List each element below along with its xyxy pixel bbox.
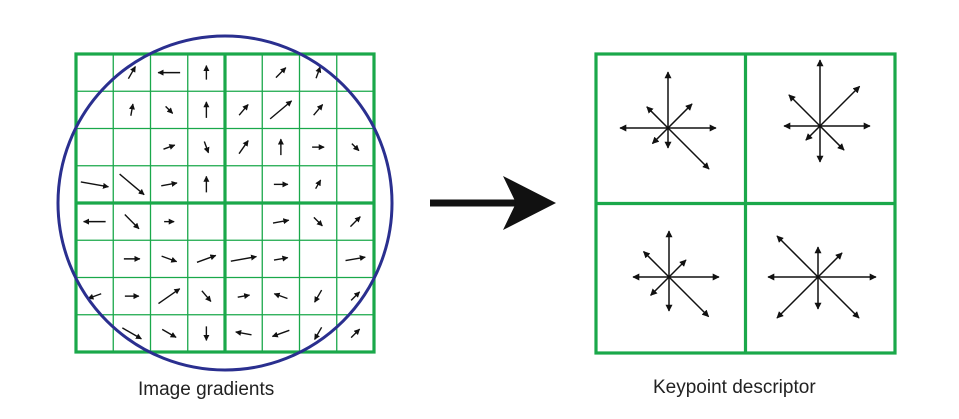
image-gradients-caption: Image gradients — [138, 379, 275, 400]
gradient-arrow — [271, 329, 290, 338]
gradient-arrow — [269, 100, 293, 120]
histogram-bin-arrow — [650, 276, 670, 296]
histogram-bin-arrow — [819, 85, 861, 127]
gradient-arrow — [87, 293, 102, 300]
gradient-arrow — [127, 66, 136, 80]
gradient-arrow — [129, 103, 135, 116]
gradient-arrow — [349, 216, 361, 228]
keypoint-descriptor-panel — [594, 52, 897, 355]
gradient-arrow — [196, 254, 217, 263]
gradient-arrow — [161, 328, 177, 338]
gradient-arrow — [165, 105, 174, 114]
histogram-bin-arrow — [667, 127, 710, 170]
histogram-bin-arrow — [643, 251, 670, 278]
gradient-arrow — [314, 289, 323, 303]
gradient-arrow — [272, 218, 290, 225]
gradient-arrow — [238, 104, 249, 116]
histogram-bin-arrow — [646, 106, 669, 129]
histogram-bin-arrow — [668, 259, 687, 278]
gradient-arrow — [158, 288, 181, 305]
histogram-bin-arrow — [776, 235, 819, 278]
gradient-arrow — [273, 255, 289, 262]
gradient-arrow — [314, 326, 323, 340]
gradient-arrow — [313, 104, 324, 116]
gradient-arrow — [315, 179, 322, 190]
gradient-arrow — [275, 67, 287, 79]
histogram-bin-arrow — [651, 127, 669, 145]
gradient-arrow — [345, 255, 366, 262]
gradient-arrow — [163, 144, 176, 150]
gradient-arrow — [313, 216, 323, 227]
histogram-bin-arrow — [817, 252, 843, 278]
gradient-arrow — [350, 328, 361, 339]
arrow-right-icon — [430, 176, 556, 230]
gradient-arrow — [351, 143, 360, 152]
gradient-arrow — [124, 214, 140, 230]
gradient-arrow — [203, 141, 210, 154]
gradient-arrow — [235, 329, 252, 336]
gradient-arrow — [237, 293, 251, 299]
gradient-quadrant-borders — [74, 52, 376, 354]
histogram-bin-arrow — [776, 276, 819, 319]
gradient-arrow — [201, 290, 212, 302]
gradient-arrow — [161, 255, 178, 263]
gradient-arrow — [238, 140, 249, 155]
gradient-arrow — [315, 66, 322, 79]
descriptor-quadrant-grid — [594, 52, 897, 355]
gradient-arrow — [230, 254, 258, 262]
gradient-arrow — [121, 327, 142, 340]
image-gradients-panel — [56, 34, 394, 372]
histogram-bin-arrow — [788, 94, 821, 127]
gradient-arrow — [119, 173, 145, 196]
histogram-bin-arrow — [805, 125, 821, 141]
orientation-histograms — [619, 59, 877, 319]
gradient-arrow — [161, 180, 178, 187]
histogram-bin-arrow — [819, 125, 845, 151]
gradient-arrows — [80, 65, 366, 341]
gaussian-window-circle — [56, 34, 394, 372]
gradient-arrow — [350, 291, 361, 301]
histogram-bin-arrow — [667, 103, 693, 129]
keypoint-descriptor-caption: Keypoint descriptor — [653, 377, 816, 398]
histogram-bin-arrow — [817, 276, 860, 319]
histogram-bin-arrow — [668, 276, 710, 318]
gradient-arrow — [273, 292, 288, 300]
gradient-arrow — [80, 181, 110, 189]
